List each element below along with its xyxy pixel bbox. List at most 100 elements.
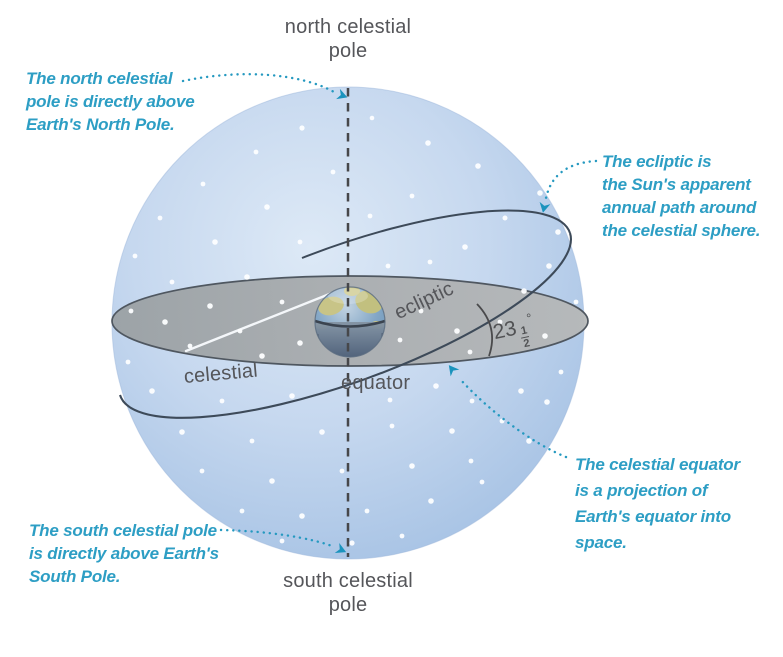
annotation-line: The south celestial pole xyxy=(29,521,217,540)
star-dot xyxy=(369,115,375,121)
star-dot xyxy=(179,429,185,435)
leader-south xyxy=(219,528,334,548)
star-dot xyxy=(132,253,138,259)
annotation-line: The ecliptic is xyxy=(602,152,712,171)
star-dot xyxy=(339,468,345,474)
ecliptic-back-arc xyxy=(301,209,571,259)
star-dot xyxy=(239,508,245,514)
star-dot xyxy=(169,279,175,285)
star-dot xyxy=(387,397,393,403)
annotation-line: the Sun's apparent xyxy=(602,175,751,194)
star-dot xyxy=(297,239,303,245)
annotation-celestial-equator: The celestial equator is a projection of… xyxy=(575,452,740,556)
star-dot xyxy=(399,533,405,539)
star-dot xyxy=(389,423,395,429)
star-dot xyxy=(249,438,255,444)
star-dot xyxy=(149,388,155,394)
star-dot xyxy=(479,479,485,485)
star-dot xyxy=(497,319,503,325)
star-dot xyxy=(330,169,336,175)
star-field xyxy=(125,115,579,546)
annotation-line: The celestial equator xyxy=(575,455,740,474)
star-dot xyxy=(299,125,305,131)
annotation-line: is directly above Earth's xyxy=(29,544,219,563)
star-dot xyxy=(349,540,355,546)
star-dot xyxy=(433,383,439,389)
star-dot xyxy=(199,468,205,474)
label-line: north celestial xyxy=(284,16,412,38)
star-dot xyxy=(128,308,134,314)
star-dot xyxy=(469,398,475,404)
annotation-line: space. xyxy=(575,533,627,552)
star-dot xyxy=(546,263,552,269)
annotation-south-pole: The south celestial pole is directly abo… xyxy=(29,519,219,588)
arrowhead-south xyxy=(334,542,347,554)
star-dot xyxy=(409,193,415,199)
star-dot xyxy=(219,398,225,404)
leader-arrowheads xyxy=(334,88,551,554)
earth-globe xyxy=(314,286,386,358)
star-dot xyxy=(518,388,524,394)
label-north-celestial-pole: north celestial pole xyxy=(263,16,433,63)
earth-outline xyxy=(314,286,386,358)
angle-denominator: 2 xyxy=(522,337,532,351)
annotation-line: is a projection of xyxy=(575,481,708,500)
star-dot xyxy=(467,349,473,355)
arrowhead-equator xyxy=(448,365,460,377)
star-dot xyxy=(279,299,285,305)
label-line: pole xyxy=(328,593,368,616)
star-dot xyxy=(462,244,468,250)
annotation-line: pole is directly above xyxy=(26,92,195,111)
arrowhead-ecliptic xyxy=(539,201,551,213)
star-dot xyxy=(264,204,270,210)
annotation-north-pole: The north celestial pole is directly abo… xyxy=(26,67,195,136)
earth-southern-hemisphere xyxy=(315,322,385,357)
star-dot xyxy=(237,328,243,334)
star-dot xyxy=(157,215,163,221)
label-line: pole xyxy=(328,39,368,62)
leader-lines xyxy=(181,72,598,548)
star-dot xyxy=(364,508,370,514)
annotation-line: Earth's North Pole. xyxy=(26,115,175,134)
label-line: south celestial xyxy=(283,570,413,592)
star-dot xyxy=(200,181,206,187)
ecliptic-front-arc xyxy=(119,232,572,419)
star-dot xyxy=(244,274,250,280)
annotation-line: South Pole. xyxy=(29,567,121,586)
angle-whole: 23 xyxy=(490,316,519,345)
star-dot xyxy=(468,458,474,464)
star-dot xyxy=(253,149,259,155)
star-dot xyxy=(502,215,508,221)
star-dot xyxy=(162,319,168,325)
arrowhead-north xyxy=(336,88,348,100)
star-dot xyxy=(187,343,193,349)
star-dot xyxy=(428,498,434,504)
annotation-line: Earth's equator into xyxy=(575,507,731,526)
star-dot xyxy=(397,337,403,343)
star-dot xyxy=(475,163,481,169)
star-dot xyxy=(385,263,391,269)
leader-ecliptic xyxy=(544,159,598,200)
leader-equator xyxy=(458,377,568,459)
star-dot xyxy=(212,239,218,245)
star-dot xyxy=(125,359,131,365)
star-dot xyxy=(367,213,373,219)
earth-continent xyxy=(318,296,344,316)
star-dot xyxy=(409,463,415,469)
star-dot xyxy=(558,369,564,375)
star-dot xyxy=(279,538,285,544)
star-dot xyxy=(207,303,213,309)
star-dot xyxy=(289,393,295,399)
star-dot xyxy=(573,299,579,305)
label-south-celestial-pole: south celestial pole xyxy=(263,570,433,617)
star-dot xyxy=(297,340,303,346)
annotation-line: annual path around xyxy=(602,198,757,217)
star-dot xyxy=(418,308,424,314)
label-equator-word: equator xyxy=(341,372,411,394)
annotation-ecliptic: The ecliptic is the Sun's apparent annua… xyxy=(602,150,761,242)
star-dot xyxy=(425,140,431,146)
star-dot xyxy=(449,428,455,434)
